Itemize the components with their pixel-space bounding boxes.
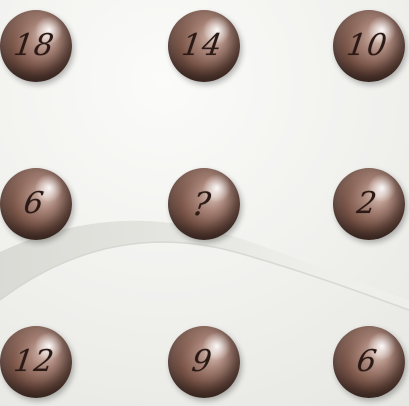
ball-number: ? <box>191 188 214 220</box>
ball-number: 6 <box>355 347 379 377</box>
number-ball: 18 <box>0 10 72 82</box>
number-ball: 14 <box>168 10 240 82</box>
ball-number: 12 <box>12 347 56 377</box>
ball-number: 2 <box>355 189 379 219</box>
ball-number: 14 <box>180 31 224 61</box>
number-ball: 2 <box>333 168 405 240</box>
ball-number: 10 <box>345 31 389 61</box>
number-ball: ? <box>168 168 240 240</box>
number-ball: 10 <box>333 10 405 82</box>
number-ball: 9 <box>168 326 240 398</box>
ball-number: 18 <box>12 31 56 61</box>
ball-number: 9 <box>190 347 214 377</box>
number-ball: 6 <box>0 168 72 240</box>
ball-number: 6 <box>22 189 46 219</box>
number-ball: 12 <box>0 326 72 398</box>
number-ball: 6 <box>333 326 405 398</box>
